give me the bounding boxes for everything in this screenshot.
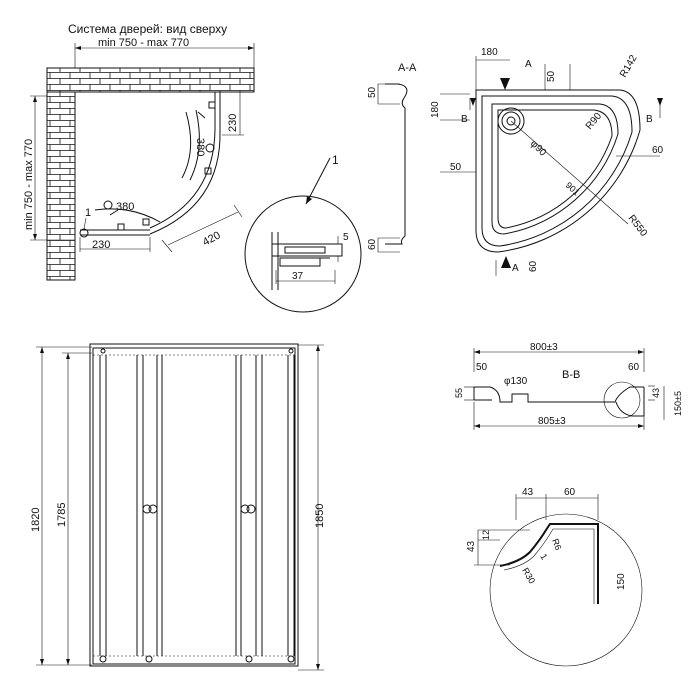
tray-dim-60-bottom: 60 [528, 260, 539, 272]
profile-dim-43-top: 43 [522, 487, 534, 498]
bb-dim-43: 43 [651, 388, 661, 398]
section-aa-dim-60: 60 [367, 238, 378, 250]
tray-dim-60-right: 60 [652, 145, 664, 156]
tray-phi90: φ90 [528, 138, 549, 159]
tray-dim-180-side: 180 [430, 101, 441, 118]
detail-dim-37: 37 [292, 271, 304, 282]
detail-dim-5: 5 [343, 232, 349, 243]
tray-r550: R550 [626, 213, 650, 239]
profile-dim-150: 150 [616, 573, 627, 590]
dim-420: 420 [201, 229, 223, 248]
bb-title: B-B [562, 369, 580, 381]
brick-wall-top [46, 67, 255, 93]
bb-dim-150: 150±5 [673, 391, 683, 416]
depth-range-label: min 750 - max 770 [23, 139, 35, 230]
dim-230-bottom: 230 [92, 239, 110, 251]
tray-label-b-left: B [461, 114, 468, 125]
profile-detail: 43 60 12 43 R6 1 R30 150 [466, 487, 643, 667]
dim-230-right: 230 [227, 114, 239, 132]
profile-dim-60-top: 60 [564, 487, 576, 498]
bb-dim-50: 50 [476, 362, 488, 373]
tray-dim-50-left: 50 [450, 162, 462, 173]
profile-dim-43-left: 43 [466, 540, 477, 552]
elev-dim-1850: 1850 [314, 504, 326, 528]
front-elevation: 1820 1785 1850 [30, 343, 326, 671]
dim-380-bottom: 380 [116, 201, 134, 213]
elev-dim-1785: 1785 [56, 503, 68, 527]
tray-dim-50-top: 50 [546, 70, 557, 82]
profile-dim-1: 1 [538, 552, 549, 561]
callout-1: 1 [332, 153, 339, 167]
bb-dim-130: φ130 [504, 376, 528, 387]
tray-r90: R90 [584, 110, 605, 131]
profile-r30: R30 [520, 566, 537, 585]
tray-label-b-right: B [646, 114, 653, 125]
section-b-b: 800±3 50 φ130 B-B 60 55 43 150±5 805±3 [454, 342, 683, 430]
tray-label-a-top: A [525, 59, 532, 70]
drawing-title: Система дверей: вид сверху [68, 22, 227, 36]
bb-dim-60: 60 [628, 362, 640, 373]
tray-dim-901: 901 [564, 180, 582, 197]
profile-dim-12: 12 [481, 530, 491, 540]
section-a-a: A-A 50 60 [367, 62, 417, 253]
top-view-door-system: min 750 - max 770 min 750 - max 770 380 [23, 37, 255, 281]
tray-r142: R142 [618, 53, 640, 80]
tray-label-a-bottom: A [512, 263, 519, 274]
bb-dim-800: 800±3 [530, 342, 558, 353]
profile-r6: R6 [550, 537, 563, 551]
section-aa-dim-50: 50 [367, 86, 378, 98]
detail-circle-1: 1 5 37 [244, 153, 362, 313]
width-range-label: min 750 - max 770 [98, 37, 189, 49]
bb-dim-55: 55 [454, 388, 464, 398]
elev-dim-1820: 1820 [30, 508, 42, 532]
bb-dim-805: 805±3 [538, 416, 566, 427]
marker-1: 1 [85, 207, 91, 219]
tray-plan: 180 A 50 R142 180 B B φ90 R90 901 R550 [430, 47, 664, 276]
brick-wall-left [46, 91, 76, 281]
section-aa-title: A-A [398, 62, 417, 74]
tray-dim-180-top: 180 [481, 47, 498, 58]
dim-380-right: 380 [194, 138, 206, 156]
